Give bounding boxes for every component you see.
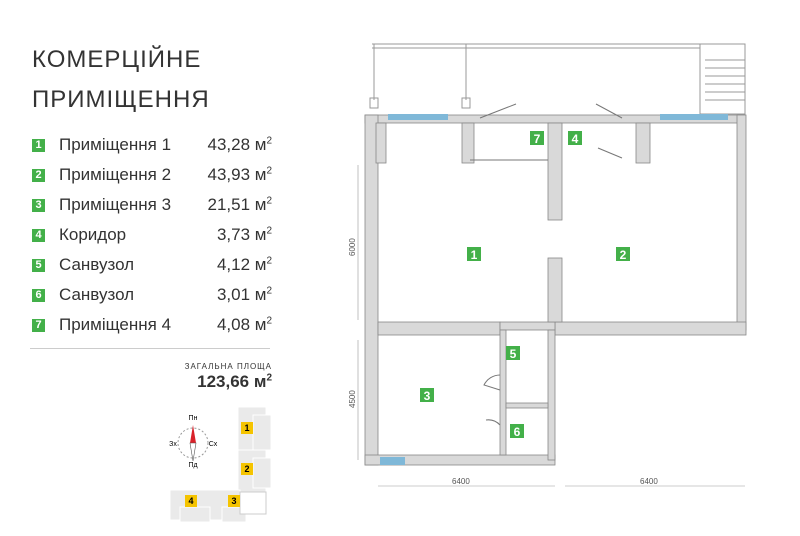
room-area: 4,12 м2 (216, 255, 272, 274)
room-row: 3 Приміщення 3 21,51 м2 (32, 190, 272, 220)
page-title: КОМЕРЦІЙНЕ ПРИМІЩЕННЯ (32, 40, 210, 120)
room-name: Санвузол (59, 285, 135, 304)
windows (380, 114, 728, 465)
room-area: 43,28 м2 (207, 135, 272, 154)
total-label: ЗАГАЛЬНА ПЛОЩА (184, 362, 272, 371)
room-row: 2 Приміщення 2 43,93 м2 (32, 160, 272, 190)
svg-text:Сх: Сх (209, 441, 218, 448)
room-row: 1 Приміщення 1 43,28 м2 (32, 130, 272, 160)
room-row: 5 Санвузол 4,12 м2 (32, 250, 272, 280)
svg-text:2: 2 (620, 248, 627, 262)
title-line-2: ПРИМІЩЕННЯ (32, 86, 210, 113)
svg-text:4: 4 (572, 132, 579, 146)
svg-text:7: 7 (534, 132, 541, 146)
svg-text:5: 5 (510, 347, 517, 361)
room-number: 4 (32, 228, 45, 242)
dim-bottom-left: 6400 (452, 477, 470, 486)
room-area: 3,01 м2 (216, 285, 272, 304)
room-list: 1 Приміщення 1 43,28 м2 2 Приміщення 2 43,93… (32, 130, 272, 340)
svg-text:4: 4 (188, 496, 193, 506)
building-key-plan: Пн Пд Зх Сх 1 2 3 4 (169, 406, 272, 523)
room-number: 6 (32, 288, 45, 302)
room-area: 4,08 м2 (216, 315, 272, 334)
svg-text:Пн: Пн (189, 415, 198, 422)
room-number: 3 (32, 198, 45, 212)
room-row: 7 Приміщення 4 4,08 м2 (32, 310, 272, 340)
room-name: Коридор (59, 225, 127, 244)
room-area: 43,93 м2 (207, 165, 272, 184)
compass: Пн Пд Зх Сх (169, 415, 218, 469)
svg-text:1: 1 (244, 423, 249, 433)
room-area: 21,51 м2 (207, 195, 272, 214)
room-name: Приміщення 1 (59, 135, 172, 154)
balcony (369, 43, 746, 115)
room-name: Приміщення 2 (59, 165, 172, 184)
dim-left-bottom: 4500 (348, 390, 357, 408)
svg-text:3: 3 (231, 496, 236, 506)
room-number: 5 (32, 258, 45, 272)
svg-text:6: 6 (514, 425, 521, 439)
dimensions (357, 165, 745, 487)
divider (30, 348, 270, 349)
dim-left-top: 6000 (348, 238, 357, 256)
dim-bottom-right: 6400 (640, 477, 658, 486)
room-number: 2 (32, 168, 45, 182)
room-area: 3,73 м2 (216, 225, 272, 244)
room-row: 6 Санвузол 3,01 м2 (32, 280, 272, 310)
title-line-1: КОМЕРЦІЙНЕ (32, 46, 202, 73)
room-number: 1 (32, 138, 45, 152)
svg-text:1: 1 (471, 248, 478, 262)
room-row: 4 Коридор 3,73 м2 (32, 220, 272, 250)
walls (364, 114, 747, 466)
doors (470, 103, 623, 426)
room-markers: 1 2 3 4 5 6 7 (420, 131, 630, 439)
svg-text:3: 3 (424, 389, 431, 403)
room-number: 7 (32, 318, 45, 332)
svg-text:2: 2 (244, 464, 249, 474)
room-name: Санвузол (59, 255, 135, 274)
svg-text:Пд: Пд (188, 462, 197, 469)
total-value: 123,66 м2 (197, 372, 272, 391)
room-name: Приміщення 3 (59, 195, 172, 214)
room-name: Приміщення 4 (59, 315, 172, 334)
svg-text:Зх: Зх (169, 441, 177, 448)
